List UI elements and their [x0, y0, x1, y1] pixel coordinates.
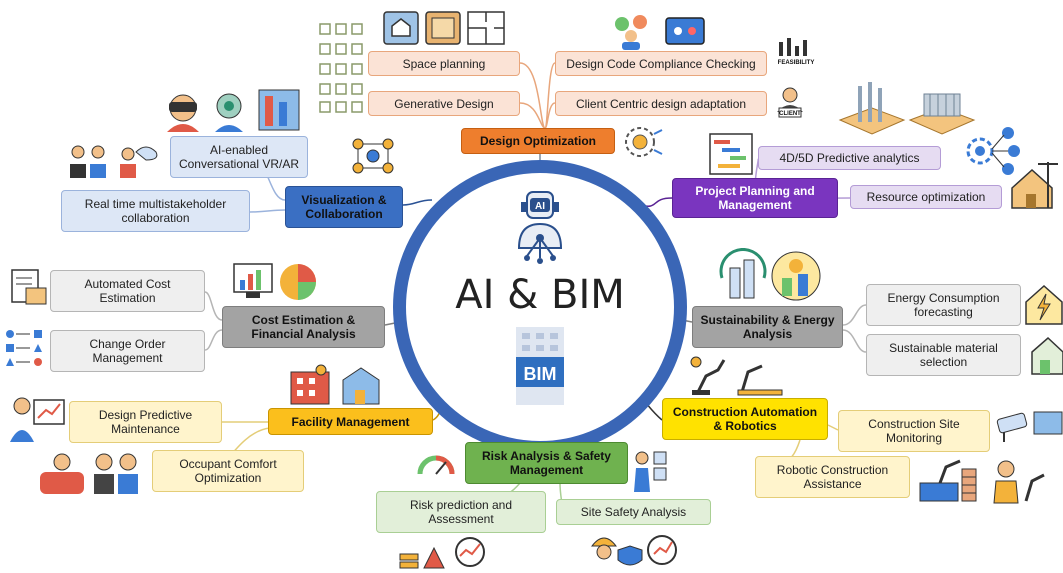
green-city-icon — [719, 248, 821, 301]
topic-energy-forecasting: Energy Consumption forecasting — [866, 284, 1021, 326]
topic-resource-optimization: Resource optimization — [850, 185, 1002, 209]
category-facility-management: Facility Management — [268, 408, 433, 435]
site-safety-icon — [590, 535, 677, 566]
topic-code-compliance: Design Code Compliance Checking — [555, 51, 767, 76]
category-risk-analysis: Risk Analysis & Safety Management — [465, 442, 628, 484]
cost-charts-icon — [233, 263, 316, 300]
category-project-planning: Project Planning and Management — [672, 178, 838, 218]
topic-site-monitoring: Construction Site Monitoring — [838, 410, 990, 452]
topic-conversational-vr: AI-enabled Conversational VR/AR — [170, 136, 308, 178]
client-label: CLIENT — [779, 111, 801, 117]
maintenance-engineer-icon — [10, 397, 65, 442]
topic-automated-cost: Automated Cost Estimation — [50, 270, 205, 312]
risk-assessment-icon — [399, 537, 485, 569]
blueprint-icon — [383, 11, 505, 45]
risk-gauge-icon — [417, 455, 455, 475]
category-construction-automation: Construction Automation & Robotics — [662, 398, 828, 440]
topic-multistakeholder: Real time multistakeholder collaboration — [61, 190, 250, 232]
collaboration-network-icon — [352, 138, 394, 174]
network-gear-icon — [966, 127, 1020, 175]
topic-predictive-maintenance: Design Predictive Maintenance — [69, 401, 222, 443]
bim-label: BIM — [524, 364, 557, 384]
gear-brain-icon — [625, 127, 663, 157]
structure-models-icon — [838, 82, 976, 135]
center-title: AI & BIM — [455, 272, 625, 318]
compliance-team-icon — [615, 15, 705, 50]
gantt-chart-icon — [709, 133, 753, 175]
safety-worker-icon — [634, 451, 667, 492]
eco-house-icon — [1031, 336, 1063, 375]
feasibility-icon: FEASIBILITY — [778, 38, 815, 66]
topic-risk-prediction: Risk prediction and Assessment — [376, 491, 546, 533]
vr-headset-icon — [167, 89, 300, 132]
topic-robotic-assistance: Robotic Construction Assistance — [755, 456, 910, 498]
topic-client-centric: Client Centric design adaptation — [555, 91, 767, 116]
topic-generative-design: Generative Design — [368, 91, 520, 116]
facility-buildings-icon — [290, 364, 380, 405]
topic-site-safety: Site Safety Analysis — [556, 499, 711, 525]
energy-house-icon — [1025, 284, 1063, 325]
occupants-icon — [40, 453, 138, 494]
topic-occupant-comfort: Occupant Comfort Optimization — [152, 450, 304, 492]
invoice-icon — [11, 269, 47, 305]
topic-space-planning: Space planning — [368, 51, 520, 76]
topic-sustainable-material: Sustainable material selection — [866, 334, 1021, 376]
change-order-flow-icon — [6, 330, 42, 366]
topic-change-order: Change Order Management — [50, 330, 205, 372]
category-visualization: Visualization & Collaboration — [285, 186, 403, 228]
cctv-camera-icon — [996, 411, 1063, 442]
floor-plans-icon — [319, 23, 363, 113]
bim-building-icon: BIM — [516, 327, 564, 405]
house-construction-icon — [1011, 162, 1058, 209]
category-sustainability: Sustainability & Energy Analysis — [692, 306, 843, 348]
workers-icon — [70, 145, 158, 178]
robotic-bricklayer-icon — [919, 459, 1045, 504]
client-icon: CLIENT — [777, 87, 803, 118]
robot-label: AI — [535, 201, 545, 212]
feasibility-label: FEASIBILITY — [778, 60, 815, 66]
ai-robot-icon: AI — [517, 191, 563, 264]
category-design-optimization: Design Optimization — [461, 128, 615, 154]
robot-arms-icon — [690, 356, 783, 396]
topic-predictive-analytics: 4D/5D Predictive analytics — [758, 146, 941, 170]
category-cost-estimation: Cost Estimation & Financial Analysis — [222, 306, 385, 348]
